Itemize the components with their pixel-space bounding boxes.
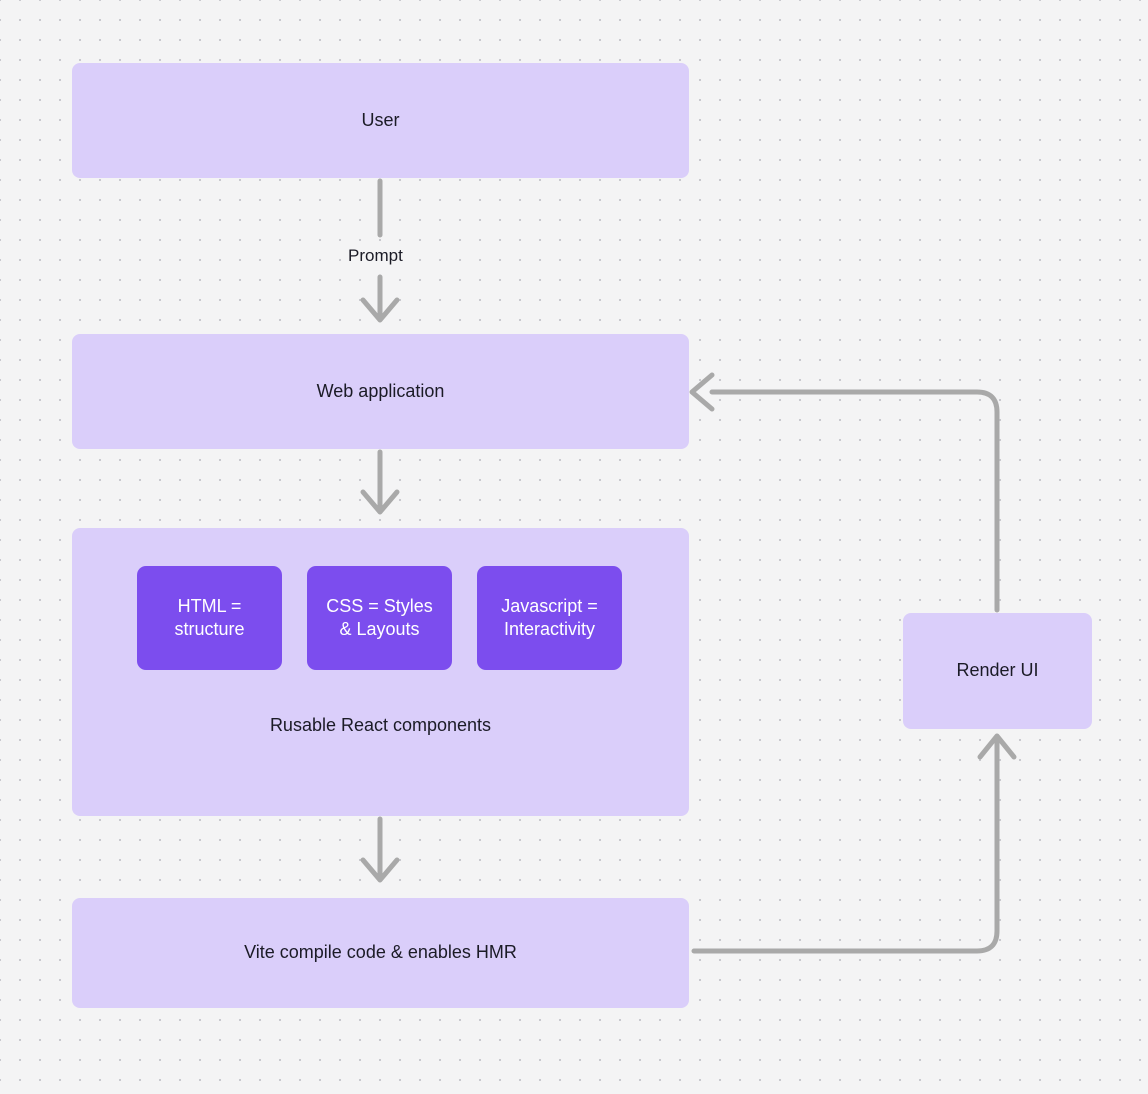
- node-css-label-line1: CSS = Styles: [326, 595, 433, 616]
- node-web-application[interactable]: Web application: [72, 334, 689, 449]
- node-html[interactable]: HTML = structure: [137, 566, 282, 670]
- node-render-ui[interactable]: Render UI: [903, 613, 1092, 729]
- node-vite[interactable]: Vite compile code & enables HMR: [72, 898, 689, 1008]
- node-render-ui-label: Render UI: [956, 660, 1039, 681]
- node-css[interactable]: CSS = Styles & Layouts: [307, 566, 452, 670]
- node-web-application-label: Web application: [316, 380, 445, 401]
- node-javascript-label-line1: Javascript =: [501, 595, 598, 616]
- node-javascript-label-line2: Interactivity: [503, 619, 595, 639]
- node-javascript[interactable]: Javascript = Interactivity: [477, 566, 622, 670]
- node-javascript-label: Javascript = Interactivity: [501, 595, 598, 642]
- edge-vite-to-render-arrowhead: [977, 733, 1017, 760]
- components-caption: Rusable React components: [269, 715, 492, 735]
- edge-render-to-webapp-line: [709, 389, 1000, 613]
- edge-vite-to-render-line: [691, 737, 1000, 954]
- edge-webapp-to-components-arrowhead: [360, 489, 400, 515]
- node-user[interactable]: User: [72, 63, 689, 178]
- node-vite-label: Vite compile code & enables HMR: [244, 942, 517, 963]
- node-user-label: User: [361, 109, 400, 130]
- node-html-label-line2: structure: [174, 619, 245, 639]
- edge-label-prompt: Prompt: [343, 245, 408, 267]
- node-css-label: CSS = Styles & Layouts: [326, 595, 433, 642]
- node-html-label: HTML = structure: [174, 595, 244, 642]
- edge-components-to-vite-arrowhead: [360, 857, 400, 883]
- node-html-label-line1: HTML =: [177, 595, 242, 616]
- edge-render-to-webapp-arrowhead: [689, 372, 715, 412]
- edge-user-to-webapp-arrowhead: [360, 297, 400, 323]
- node-css-label-line2: & Layouts: [339, 619, 420, 639]
